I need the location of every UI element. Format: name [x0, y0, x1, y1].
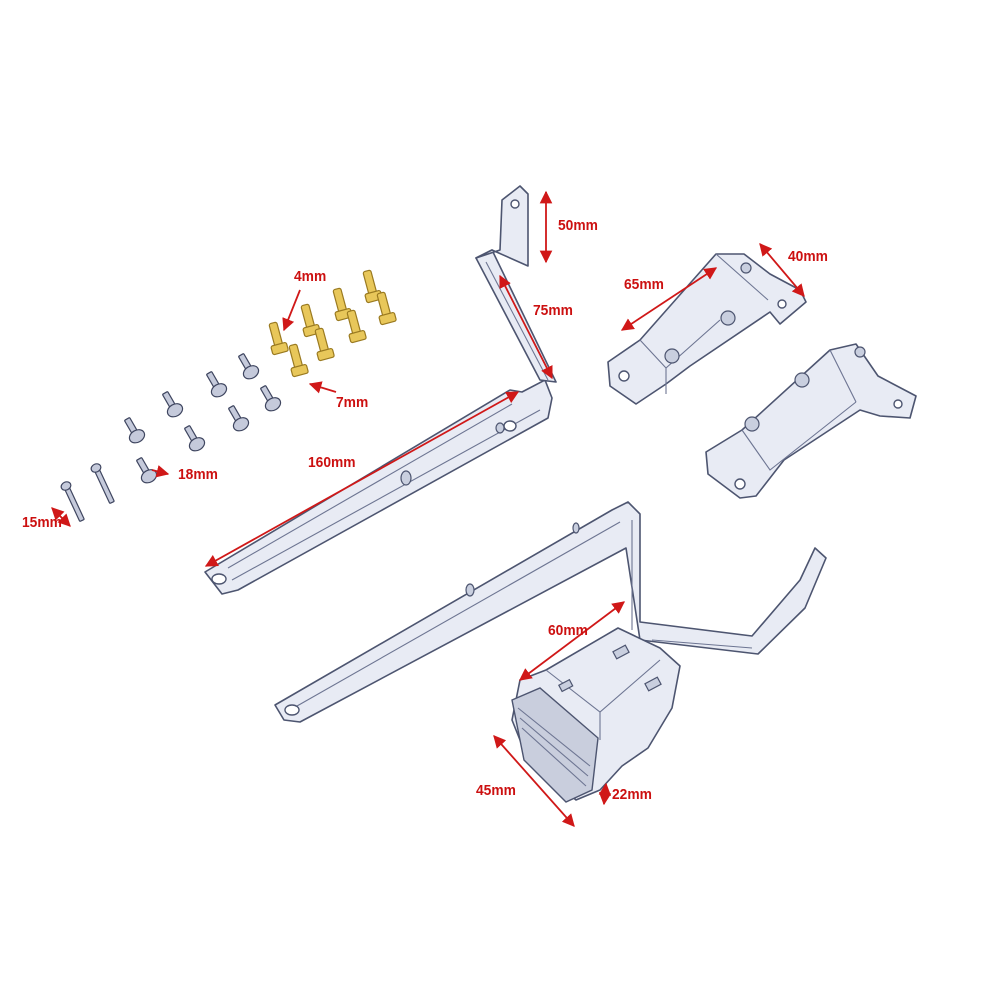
- dimension-label-60mm: 60mm: [548, 622, 588, 639]
- second-long-bracket: [274, 501, 827, 723]
- dimension-label-40mm: 40mm: [788, 248, 828, 265]
- dimension-arrows: [51, 190, 805, 827]
- dimension-label-65mm: 65mm: [624, 276, 664, 293]
- battery-box: [511, 627, 681, 803]
- dimension-label-160mm: 160mm: [308, 454, 356, 471]
- dimension-label-15mm: 15mm: [22, 514, 62, 531]
- long-z-bracket: [204, 185, 557, 595]
- dimension-label-45mm: 45mm: [476, 782, 516, 799]
- dimension-label-4mm: 4mm: [294, 268, 327, 285]
- dimension-label-18mm: 18mm: [178, 466, 218, 483]
- dimension-label-7mm: 7mm: [336, 394, 369, 411]
- dimension-label-22mm: 22mm: [612, 786, 652, 803]
- lower-right-mount: [705, 343, 917, 499]
- dimension-label-50mm: 50mm: [558, 217, 598, 234]
- dimension-label-75mm: 75mm: [533, 302, 573, 319]
- long-bolts: [60, 463, 115, 522]
- brass-screws: [268, 269, 397, 378]
